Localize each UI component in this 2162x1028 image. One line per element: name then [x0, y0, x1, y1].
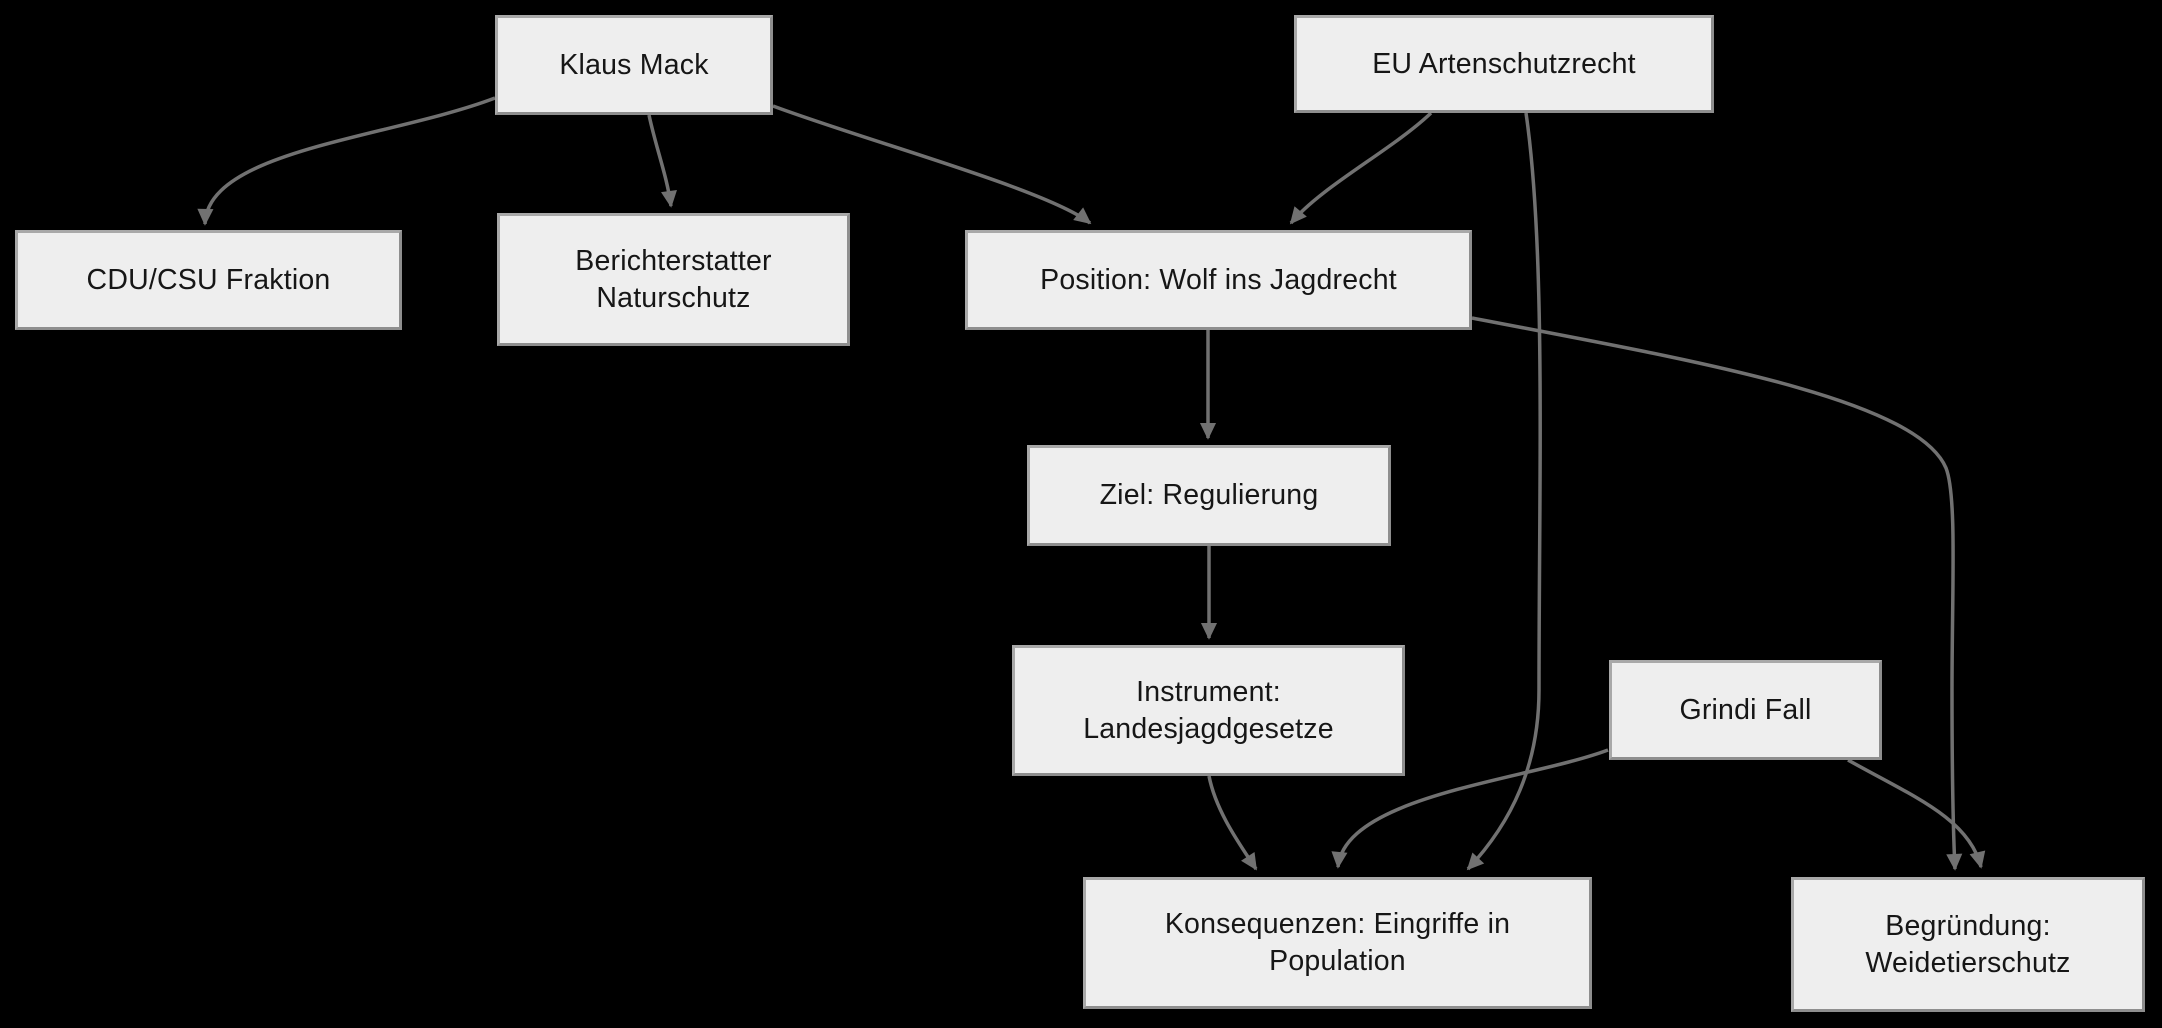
- edge-position-wolf-ins-jagdrecht--begruendung-weidetierschutz: [1471, 316, 1963, 871]
- node-ziel-regulierung: Ziel: Regulierung: [1027, 445, 1391, 546]
- node-label-line: Instrument:: [1136, 675, 1281, 708]
- node-position-wolf-ins-jagdrecht: Position: Wolf ins Jagdrecht: [965, 230, 1472, 330]
- node-instrument-landesjagdgesetze: Instrument: Landesjagdgesetze: [1012, 645, 1405, 776]
- edge-klaus-mack--cdu-csu-fraktion: [197, 96, 496, 226]
- edge-klaus-mack--position-wolf-ins-jagdrecht: [772, 104, 1092, 225]
- node-label-line: Konsequenzen: Eingriffe in: [1164, 908, 1511, 940]
- edge-grindi-fall--konsequenzen-eingriffe: [1331, 748, 1609, 869]
- node-label-line: Population: [1269, 945, 1406, 977]
- node-label-line: EU Artenschutzrecht: [1372, 47, 1636, 80]
- node-label-line: Ziel: Regulierung: [1099, 479, 1319, 511]
- node-klaus-mack: Klaus Mack: [495, 15, 773, 115]
- node-label-line: CDU/CSU Fraktion: [86, 263, 331, 296]
- node-begruendung-weidetierschutz: Begründung: Weidetierschutz: [1791, 877, 2145, 1012]
- node-label-line: Grindi Fall: [1679, 693, 1812, 726]
- node-eu-artenschutzrecht: EU Artenschutzrecht: [1294, 15, 1714, 113]
- node-label-line: Weidetierschutz: [1865, 946, 2071, 979]
- edge-eu-artenschutzrecht--konsequenzen-eingriffe: [1466, 112, 1542, 871]
- node-label-line: Klaus Mack: [559, 48, 709, 81]
- node-label-line: Begründung:: [1885, 909, 2051, 942]
- edge-eu-artenschutzrecht--position-wolf-ins-jagdrecht: [1289, 111, 1433, 225]
- node-label-line: Landesjagdgesetze: [1083, 712, 1334, 745]
- edge-klaus-mack--berichterstatter-naturschutz: [647, 114, 677, 208]
- edge-grindi-fall--begruendung-weidetierschutz: [1847, 758, 1986, 869]
- node-grindi-fall: Grindi Fall: [1609, 660, 1882, 760]
- node-cdu-csu-fraktion: CDU/CSU Fraktion: [15, 230, 402, 330]
- node-label-line: Naturschutz: [596, 281, 751, 314]
- node-label-line: Position: Wolf ins Jagdrecht: [1040, 263, 1397, 296]
- edge-instrument-landesjagdgesetze--konsequenzen-eingriffe: [1207, 775, 1258, 871]
- node-label-line: Berichterstatter: [575, 244, 772, 277]
- node-konsequenzen-eingriffe: Konsequenzen: Eingriffe in Population: [1083, 877, 1592, 1009]
